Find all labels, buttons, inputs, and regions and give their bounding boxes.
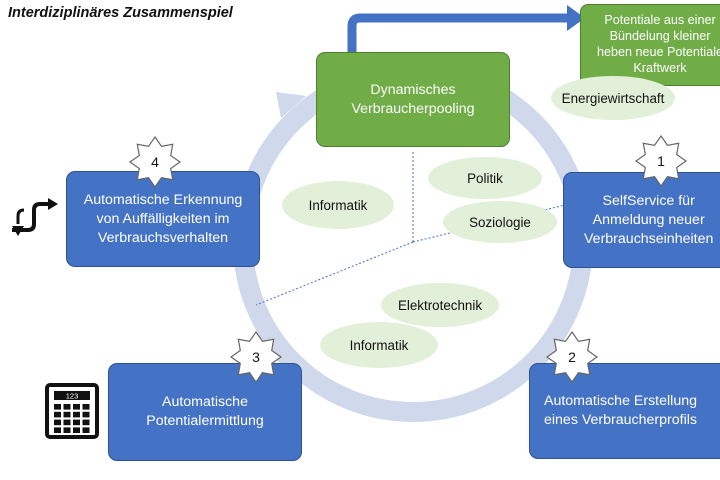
discipline-elektrotechnik: Elektrotechnik xyxy=(381,283,499,327)
star-shape xyxy=(128,135,182,189)
connector-arrow xyxy=(347,13,568,52)
discipline-energiewirtschaft: Energiewirtschaft xyxy=(551,76,675,120)
calculator-key xyxy=(82,411,90,418)
star-shape xyxy=(634,134,688,188)
calculator-key xyxy=(73,419,80,426)
step-3-number: 3 xyxy=(252,349,260,365)
calculator-key xyxy=(54,404,61,410)
discipline-politik: Politik xyxy=(428,157,542,199)
step-2-number: 2 xyxy=(568,349,576,365)
calculator-key xyxy=(54,427,61,433)
step-1-number: 1 xyxy=(657,153,665,169)
potential-callout: Potentiale aus einer Bündelung kleiner h… xyxy=(580,4,720,86)
calculator-key xyxy=(63,404,71,410)
swap-arrows-icon xyxy=(12,198,58,236)
page-title: Interdiziplinäres Zusammenspiel xyxy=(8,5,233,21)
calculator-key xyxy=(82,427,90,433)
step-4-box: Automatische Erkennung von Auffälligkeit… xyxy=(66,171,260,267)
connector-arrowhead xyxy=(567,5,585,31)
calculator-key xyxy=(73,404,80,410)
center-box-verbraucherpooling: Dynamisches Verbraucherpooling xyxy=(316,52,510,147)
calculator-key xyxy=(63,411,71,418)
step-4-badge: 4 xyxy=(128,135,182,189)
calculator-key xyxy=(82,404,90,410)
calculator-key xyxy=(63,427,71,433)
step-1-badge: 1 xyxy=(634,134,688,188)
discipline-soziologie: Soziologie xyxy=(443,201,557,243)
cycle-arrowhead xyxy=(276,92,306,118)
discipline-informatik-bottom: Informatik xyxy=(320,322,438,368)
divider-left xyxy=(255,241,414,306)
calculator-key xyxy=(82,419,90,426)
calculator-display: 123 xyxy=(66,392,79,401)
calculator-key xyxy=(63,419,71,426)
calculator-icon: 123 xyxy=(45,383,99,439)
step-3-badge: 3 xyxy=(229,330,283,384)
step-1-box: SelfService für Anmeldung neuer Verbrauc… xyxy=(563,172,720,268)
step-2-box: Automatische Erstellung eines Verbrauche… xyxy=(529,363,720,459)
calculator-key xyxy=(54,419,61,426)
star-shape xyxy=(545,330,599,384)
calculator-key xyxy=(54,411,61,418)
step-4-number: 4 xyxy=(151,154,159,170)
discipline-informatik-left: Informatik xyxy=(282,181,394,229)
step-3-box: Automatische Potentialermittlung xyxy=(108,363,302,461)
calculator-key xyxy=(73,411,80,418)
calculator-key xyxy=(73,427,80,433)
step-2-badge: 2 xyxy=(545,330,599,384)
star-shape xyxy=(229,330,283,384)
